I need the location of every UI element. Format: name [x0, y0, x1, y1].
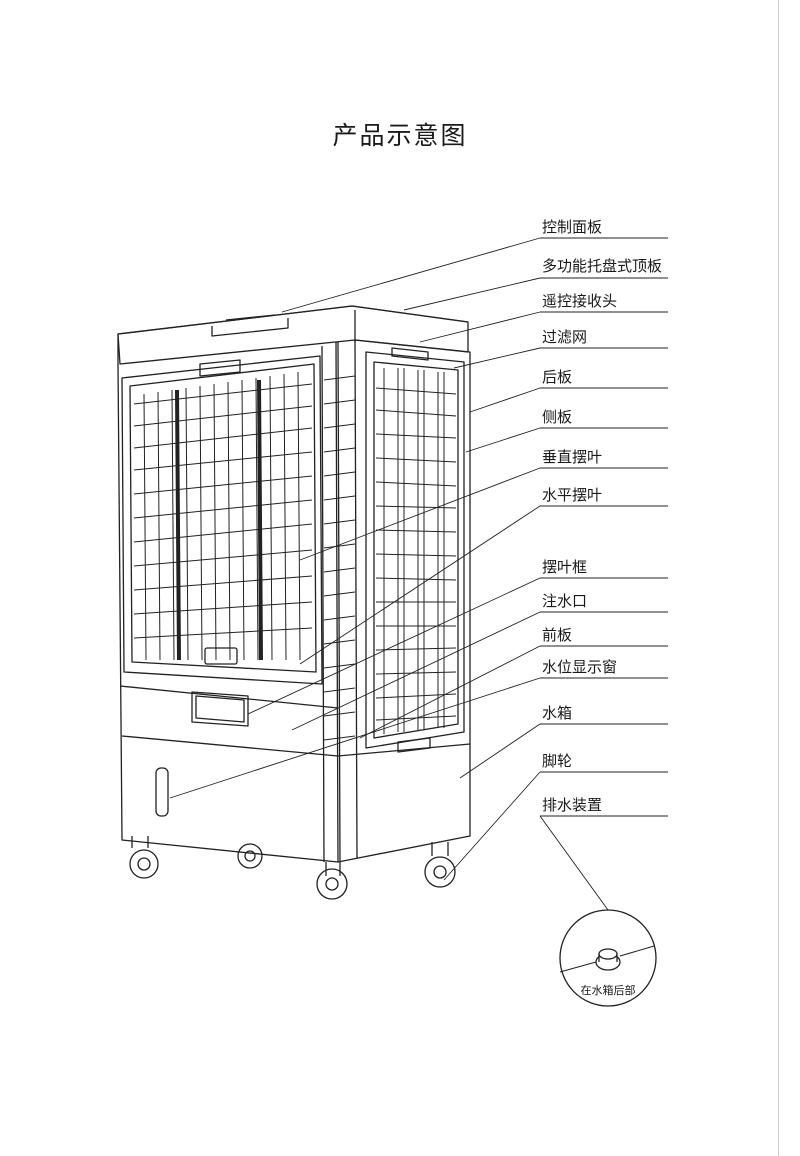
side-grid: [375, 368, 457, 734]
label-louver-frame: 摆叶框: [542, 558, 587, 576]
filter-panel-shape: [365, 347, 465, 753]
leader-lines: [169, 237, 668, 911]
body-outline: [117, 339, 471, 863]
front-grid: [133, 371, 313, 661]
top-panel-shape: [117, 305, 469, 365]
label-water-inlet: 注水口: [542, 592, 587, 610]
label-caster: 脚轮: [542, 752, 572, 770]
water-level-window-shape: [155, 767, 169, 817]
page-title: 产品示意图: [332, 121, 468, 150]
corner-ribs: [323, 375, 356, 741]
label-vertical-louver: 垂直摆叶: [542, 448, 602, 466]
control-panel-shape: [191, 691, 249, 727]
label-back-panel: 后板: [542, 368, 572, 386]
label-drain: 排水装置: [542, 796, 602, 814]
page-edge: [778, 0, 779, 1156]
label-side-panel: 侧板: [542, 408, 572, 426]
label-top-panel: 多功能托盘式顶板: [542, 257, 662, 275]
caster-wheels: [129, 836, 456, 900]
inset-note: 在水箱后部: [581, 983, 636, 997]
label-remote-receiver: 遥控接收头: [542, 292, 617, 310]
label-front-panel: 前板: [542, 626, 572, 644]
drain-inset: 在水箱后部: [559, 909, 657, 1007]
label-filter: 过滤网: [542, 328, 587, 346]
label-water-level-window: 水位显示窗: [542, 658, 617, 676]
label-control-panel: 控制面板: [542, 218, 602, 236]
label-water-tank: 水箱: [542, 704, 572, 722]
label-horizontal-louver: 水平摆叶: [542, 486, 602, 504]
louver-frame-shape: [121, 355, 323, 685]
